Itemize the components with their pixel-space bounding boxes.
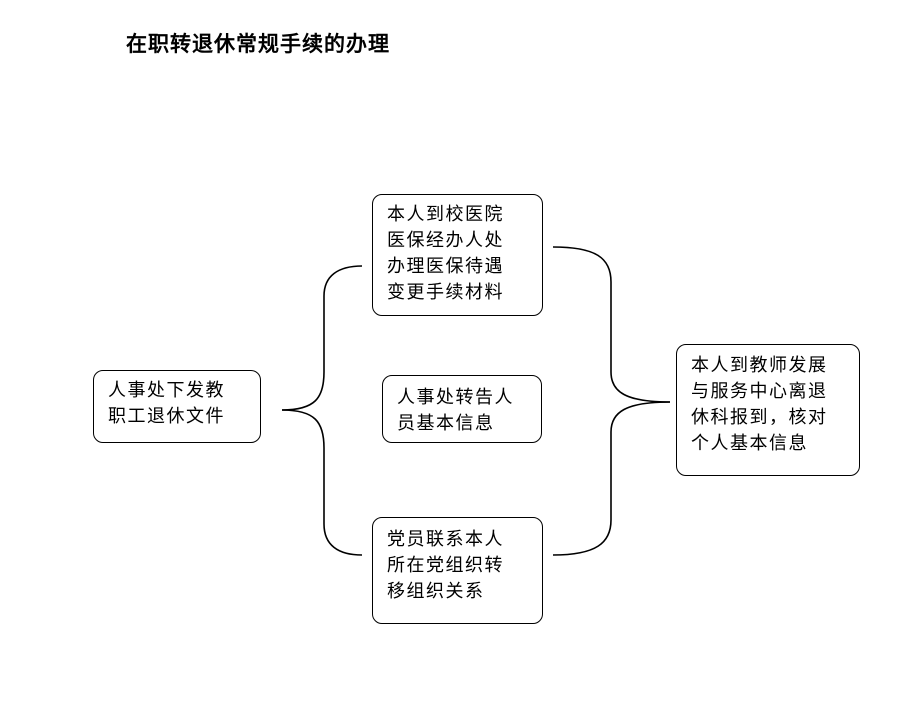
- page-title: 在职转退休常规手续的办理: [126, 32, 390, 56]
- node-personnel-info: 人事处转告人 员基本信息: [382, 375, 542, 443]
- node-medical-insurance: 本人到校医院 医保经办人处 办理医保待遇 变更手续材料: [372, 194, 543, 316]
- left-brace-lower: [281, 409, 363, 556]
- node-report-verify: 本人到教师发展 与服务中心离退 休科报到，核对 个人基本信息: [676, 344, 860, 476]
- left-brace: [281, 265, 363, 411]
- node-party-transfer: 党员联系本人 所在党组织转 移组织关系: [372, 517, 543, 624]
- right-brace-lower: [552, 401, 671, 556]
- node-retirement-notice: 人事处下发教 职工退休文件: [93, 370, 261, 443]
- right-brace-upper: [552, 246, 671, 403]
